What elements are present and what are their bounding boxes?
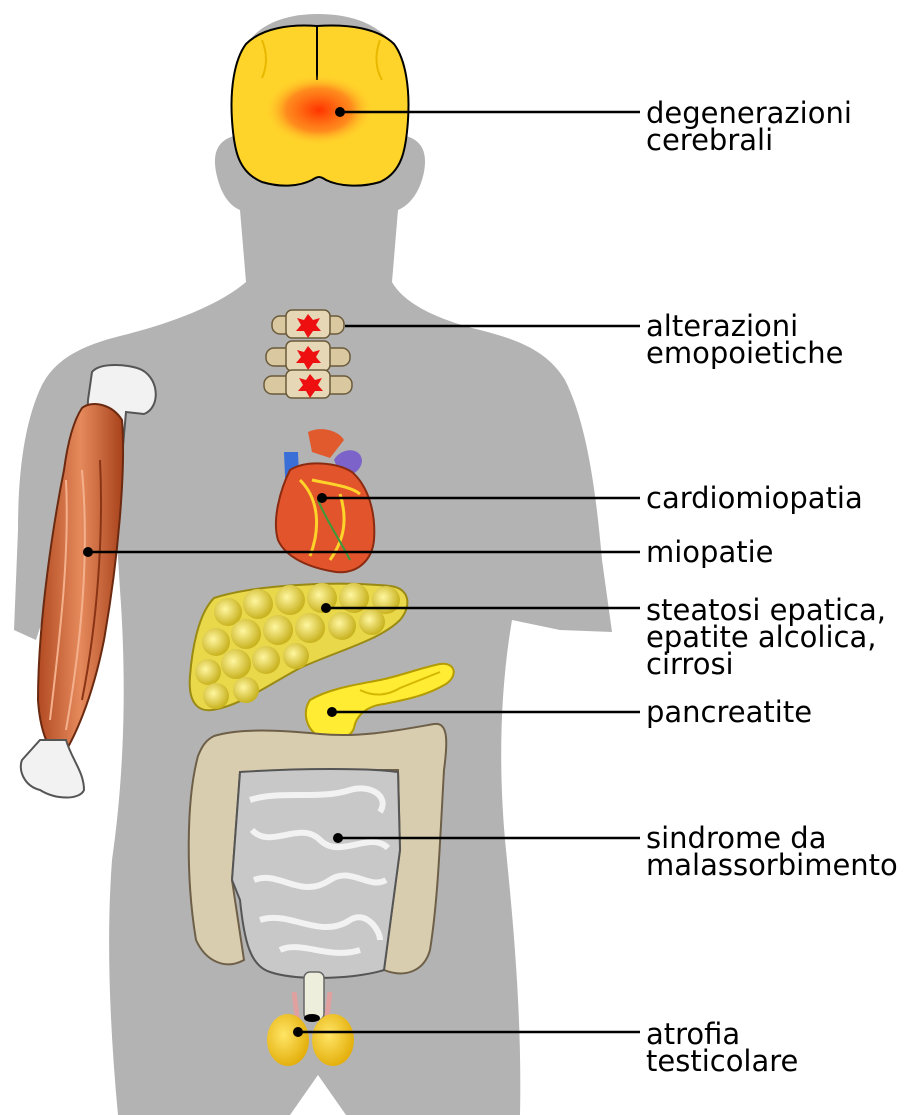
marker-heart <box>317 493 327 503</box>
label-liver: steatosi epatica, epatite alcolica, cirr… <box>646 597 886 678</box>
marker-liver <box>321 603 331 613</box>
marker-intestine <box>333 833 343 843</box>
marker-brain <box>335 107 345 117</box>
label-pancreas: pancreatite <box>646 699 812 726</box>
label-heart-line-1: cardiomiopatia <box>646 485 863 512</box>
label-testes-line-2: testicolare <box>646 1048 798 1075</box>
label-intestine-line-2: malassorbimento <box>646 852 898 879</box>
vertebrae-icon <box>264 310 352 398</box>
label-blood: alterazioni emopoietiche <box>646 313 843 367</box>
label-pancreas-line-1: pancreatite <box>646 699 812 726</box>
brain-icon <box>232 26 409 186</box>
marker-pancreas <box>327 707 337 717</box>
marker-muscle <box>83 547 93 557</box>
label-brain: degenerazioni cerebrali <box>646 100 852 154</box>
label-brain-line-2: cerebrali <box>646 127 852 154</box>
label-heart: cardiomiopatia <box>646 485 863 512</box>
label-intestine: sindrome da malassorbimento <box>646 825 898 879</box>
label-muscle: miopatie <box>646 539 774 566</box>
label-muscle-line-1: miopatie <box>646 539 774 566</box>
label-liver-line-3: cirrosi <box>646 651 886 678</box>
label-testes: atrofia testicolare <box>646 1021 798 1075</box>
label-blood-line-2: emopoietiche <box>646 340 843 367</box>
marker-testes <box>293 1027 303 1037</box>
